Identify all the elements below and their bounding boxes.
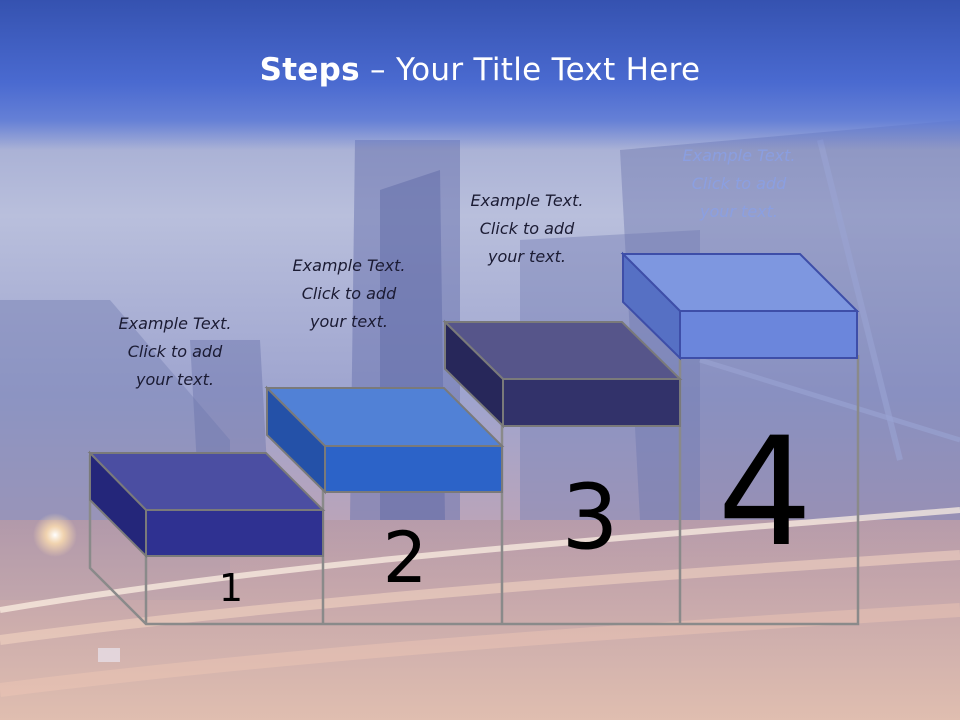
- step-number-1: 1: [218, 566, 244, 610]
- step-block-1[interactable]: [87, 450, 326, 559]
- step-block-3[interactable]: [442, 319, 683, 429]
- step-caption-2[interactable]: Example Text. Click to add your text.: [292, 256, 406, 331]
- step-block-4[interactable]: [620, 251, 860, 361]
- title-rest: – Your Title Text Here: [359, 52, 701, 88]
- step-number-4: 4: [717, 406, 813, 580]
- step-number-2: 2: [382, 517, 428, 599]
- slide-title[interactable]: Steps – Your Title Text Here: [0, 52, 960, 88]
- step-caption-1[interactable]: Example Text. Click to add your text.: [118, 314, 232, 389]
- step-block-2[interactable]: [264, 385, 505, 495]
- step-caption-3[interactable]: Example Text. Click to add your text.: [470, 191, 584, 266]
- step-caption-4[interactable]: Example Text. Click to add your text.: [682, 146, 796, 221]
- title-bold: Steps: [259, 52, 360, 88]
- title-bar: [0, 0, 960, 150]
- step-number-3: 3: [561, 465, 619, 570]
